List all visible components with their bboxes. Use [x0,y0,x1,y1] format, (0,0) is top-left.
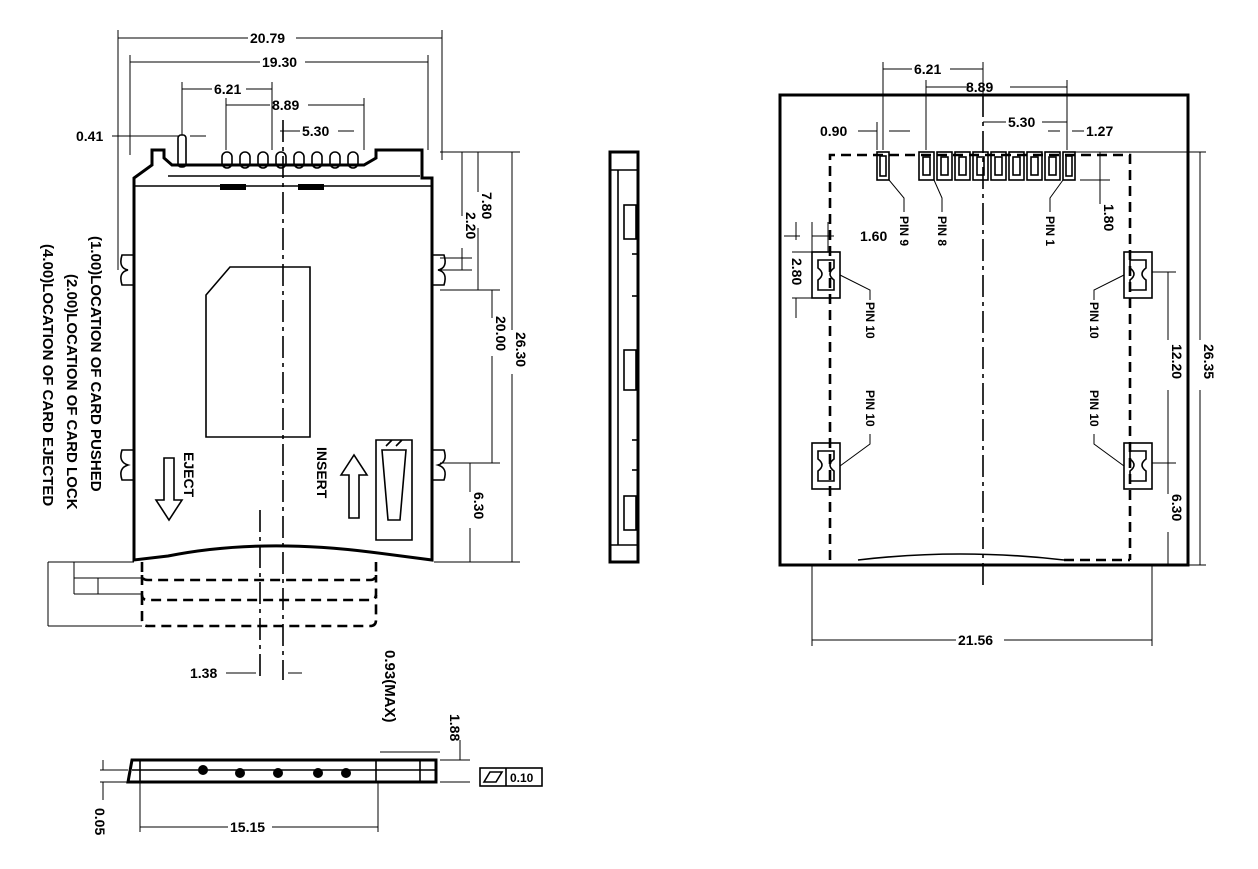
insert-label: INSERT [314,447,330,499]
dim-2-20: 2.20 [463,212,479,239]
side-view [608,150,640,564]
flatness-value: 0.10 [510,771,534,785]
label-pin-10-br: PIN 10 [1087,390,1101,427]
dim-8-89: 8.89 [272,97,299,113]
label-pin-10-bl: PIN 10 [863,390,877,427]
dim-1-38: 1.38 [190,665,217,681]
fp-dim-1-27: 1.27 [1086,123,1113,139]
eject-arrow-icon [154,457,184,522]
label-pin-1: PIN 1 [1043,216,1057,246]
note-card-ejected: (4.00)LOCATION OF CARD EJECTED [39,244,56,506]
eject-label: EJECT [181,452,197,498]
insert-arrow-icon [339,453,369,519]
fp-dim-21-56: 21.56 [958,632,993,648]
dim-0-41: 0.41 [76,128,103,144]
fp-dim-2-80: 2.80 [789,258,805,285]
dim-1-88: 1.88 [447,714,463,741]
label-pin-10-tl: PIN 10 [863,302,877,339]
contact-pins [177,134,359,190]
label-pin-10-tr: PIN 10 [1087,302,1101,339]
connector-body-outline [132,148,434,562]
dim-6-30: 6.30 [471,492,487,519]
fp-dim-6-30: 6.30 [1169,494,1185,521]
flatness-icon [482,771,504,783]
fp-dim-6-21: 6.21 [914,61,941,77]
profile-view: 1.88 0.93(MAX) 0.05 15.15 0.10 [92,650,543,835]
note-card-pushed: (1.00)LOCATION OF CARD PUSHED [87,236,104,492]
dim-7-80: 7.80 [479,192,495,219]
label-pin-8: PIN 8 [935,216,949,246]
dim-20-00: 20.00 [493,316,509,351]
fp-dim-0-90: 0.90 [820,123,847,139]
dim-5-30: 5.30 [302,123,329,139]
dim-0-93-max: 0.93(MAX) [381,650,398,723]
fp-dim-26-35: 26.35 [1201,344,1217,379]
pcb-footprint: 6.21 8.89 5.30 0.90 1.27 1.80 PIN 9 PIN … [778,61,1217,648]
fp-dim-1-80: 1.80 [1101,204,1117,231]
lock-spring [375,439,413,541]
dim-6-21: 6.21 [214,81,241,97]
fp-dim-12-20: 12.20 [1169,344,1185,379]
dim-15-15: 15.15 [230,819,265,835]
fp-dim-5-30: 5.30 [1008,114,1035,130]
sim-card-outline [205,266,311,438]
top-view: 20.79 19.30 6.21 8.89 5.30 0.41 [39,30,529,681]
label-pin-9: PIN 9 [897,216,911,246]
dim-0-05: 0.05 [92,808,108,835]
ground-pads [811,251,1153,490]
note-card-lock: (2.00)LOCATION OF CARD LOCK [63,274,80,510]
dim-19-30: 19.30 [262,54,297,70]
profile-contacts [198,765,351,778]
dim-20-79: 20.79 [250,30,285,46]
signal-pads [876,151,1076,181]
fp-dim-1-60: 1.60 [860,228,887,244]
dim-26-30: 26.30 [513,332,529,367]
fp-dim-8-89: 8.89 [966,79,993,95]
